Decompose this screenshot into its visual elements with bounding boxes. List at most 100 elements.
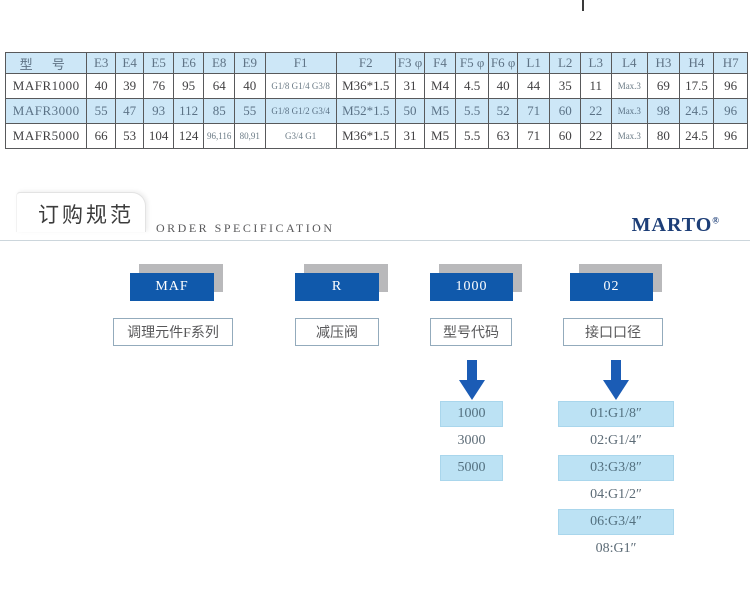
value-cell: 53: [114, 123, 145, 149]
value-cell: 40: [233, 73, 266, 99]
model-cell: MAFR1000: [4, 73, 88, 99]
value-cell: 17.5: [678, 73, 715, 99]
value-cell: 96: [713, 98, 748, 124]
code-box-maf: MAF: [130, 273, 214, 301]
value-cell: 31: [394, 73, 426, 99]
column-header: F6 φ: [488, 52, 518, 74]
column-header: F2: [335, 52, 396, 74]
value-cell: 71: [516, 98, 551, 124]
column-header: L1: [516, 52, 551, 74]
option-item: 3000: [457, 433, 486, 448]
value-cell: 39: [114, 73, 145, 99]
value-cell: 98: [647, 98, 680, 124]
value-cell: 66: [86, 123, 116, 149]
value-cell: G3/4 G1: [264, 123, 337, 149]
value-cell: 96,116: [203, 123, 235, 149]
section-title-en: ORDER SPECIFICATION: [156, 221, 335, 235]
code-box-02: 02: [570, 273, 653, 301]
code-box-r: R: [295, 273, 379, 301]
code-label-box: 减压阀: [295, 318, 379, 346]
value-cell: 124: [172, 123, 205, 149]
column-header: E6: [172, 52, 205, 74]
option-item: 06:G3/4″: [558, 509, 674, 535]
down-arrow-icon: [603, 360, 629, 400]
value-cell: 60: [549, 98, 581, 124]
option-item: 03:G3/8″: [558, 455, 674, 481]
value-cell: 104: [143, 123, 174, 149]
value-cell: 76: [143, 73, 174, 99]
brand-name: MARTO: [631, 214, 713, 236]
value-cell: 60: [549, 123, 581, 149]
value-cell: G1/8 G1/4 G3/8: [264, 73, 337, 99]
value-cell: 55: [86, 98, 116, 124]
value-cell: 63: [488, 123, 518, 149]
option-item: 01:G1/8″: [558, 401, 674, 427]
column-header: F5 φ: [454, 52, 490, 74]
value-cell: 5.5: [454, 98, 490, 124]
value-cell: 80,91: [233, 123, 266, 149]
column-header: H7: [713, 52, 748, 74]
registered-mark: ®: [712, 215, 720, 226]
value-cell: 95: [172, 73, 205, 99]
model-cell: MAFR3000: [4, 98, 88, 124]
value-cell: Max.3: [610, 73, 649, 99]
value-cell: 11: [579, 73, 612, 99]
column-header: H3: [647, 52, 680, 74]
column-header: L2: [549, 52, 581, 74]
column-header: 型 号: [4, 52, 88, 74]
value-cell: 24.5: [678, 98, 715, 124]
code-label-box: 调理元件F系列: [113, 318, 233, 346]
value-cell: M5: [424, 98, 456, 124]
model-cell: MAFR5000: [4, 123, 88, 149]
value-cell: 55: [233, 98, 266, 124]
down-arrow-icon: [458, 360, 485, 400]
brand-logo: MARTO®: [632, 214, 720, 237]
column-header: F4: [424, 52, 456, 74]
value-cell: 96: [713, 73, 748, 99]
column-header: F3 φ: [394, 52, 426, 74]
option-list: 1000 3000 5000: [440, 401, 503, 482]
value-cell: 4.5: [454, 73, 490, 99]
column-header: L4: [610, 52, 649, 74]
value-cell: 40: [86, 73, 116, 99]
value-cell: 47: [114, 98, 145, 124]
value-cell: 52: [488, 98, 518, 124]
value-cell: Max.3: [610, 98, 649, 124]
option-item: 1000: [440, 401, 503, 427]
value-cell: M36*1.5: [335, 123, 396, 149]
value-cell: 22: [579, 98, 612, 124]
value-cell: 80: [647, 123, 680, 149]
column-header: E8: [203, 52, 235, 74]
value-cell: 112: [172, 98, 205, 124]
value-cell: 35: [549, 73, 581, 99]
value-cell: 93: [143, 98, 174, 124]
value-cell: 71: [516, 123, 551, 149]
value-cell: 50: [394, 98, 426, 124]
column-header: H4: [678, 52, 715, 74]
option-item: 5000: [440, 455, 503, 481]
value-cell: 31: [394, 123, 426, 149]
code-label-box: 接口口径: [563, 318, 663, 346]
section-heading-tab: [16, 192, 146, 232]
code-box-1000: 1000: [430, 273, 513, 301]
value-cell: M4: [424, 73, 456, 99]
value-cell: Max.3: [610, 123, 649, 149]
option-item: 08:G1″: [595, 541, 637, 556]
value-cell: 85: [203, 98, 235, 124]
page-registration-mark: [582, 0, 584, 11]
column-header: E9: [233, 52, 266, 74]
value-cell: 44: [516, 73, 551, 99]
code-label-box: 型号代码: [430, 318, 512, 346]
option-list: 01:G1/8″02:G1/4″03:G3/8″04:G1/2″06:G3/4″…: [558, 401, 674, 563]
section-title-zh: 订购规范: [38, 203, 134, 227]
value-cell: 96: [713, 123, 748, 149]
